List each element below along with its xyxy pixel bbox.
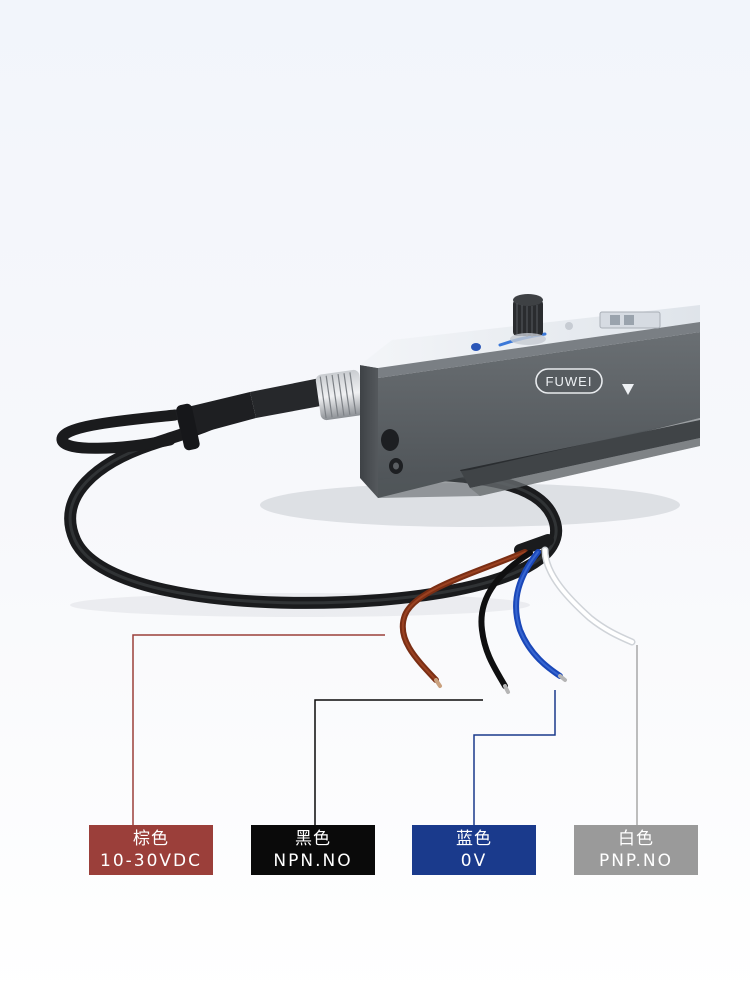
- cable: [56, 409, 563, 609]
- leader-line-blue: [473, 690, 556, 825]
- down-arrow-icon: [622, 384, 634, 395]
- wire-label-black: 黑色 NPN.NO: [251, 825, 375, 875]
- wire-color-name: 黑色: [295, 829, 331, 849]
- brand-name: FUWEI: [546, 374, 593, 389]
- wire-function: NPN.NO: [273, 851, 353, 871]
- wire-color-name: 蓝色: [456, 829, 492, 849]
- wire-color-name: 白色: [618, 829, 654, 849]
- wire-label-brown: 棕色 10-30VDC: [89, 825, 213, 875]
- inline-connector: [175, 378, 326, 451]
- sensor-body: [360, 305, 700, 498]
- connector-nut: [315, 369, 365, 421]
- leader-lines: [132, 634, 638, 825]
- wire-function: 0V: [460, 851, 488, 871]
- brand-logo: FUWEI: [535, 368, 603, 394]
- adjustment-knob-icon: [510, 294, 546, 345]
- wire-function: 10-30VDC: [100, 851, 202, 871]
- wire-bundle: [399, 534, 636, 694]
- leader-line-brown: [132, 634, 385, 825]
- wire-label-blue: 蓝色 0V: [412, 825, 536, 875]
- leader-line-black: [314, 699, 483, 825]
- wire-label-white: 白色 PNP.NO: [574, 825, 698, 875]
- wire-color-name: 棕色: [133, 829, 169, 849]
- wire-function: PNP.NO: [598, 851, 674, 871]
